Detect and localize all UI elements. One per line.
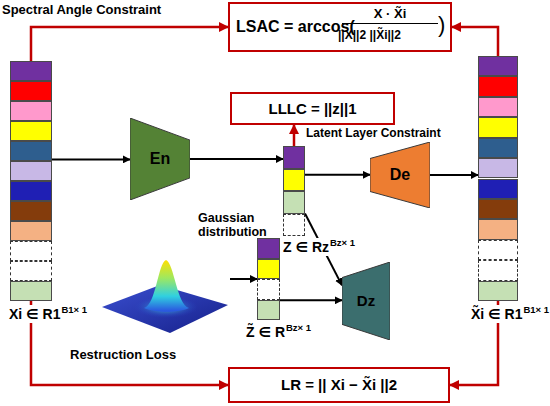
loss-connector <box>31 27 228 61</box>
vector-caption: X̃i ∈ R1B1× 1 <box>470 305 550 323</box>
flow-arrow <box>52 158 130 160</box>
node-text: LR = || Xi − X̃i ||2 <box>281 376 397 393</box>
block-shape <box>130 118 190 200</box>
input-vector: Xi ∈ R1B1× 1 <box>10 61 52 301</box>
gaussian-distribution: Gaussian distribution <box>100 255 230 335</box>
text-holder: LLLC = ||z||1 <box>232 94 393 123</box>
vector-cell <box>10 181 52 201</box>
node-text: LLLC = ||z||1 <box>268 100 356 117</box>
flow-arrow <box>190 158 283 160</box>
loss-connector <box>452 27 498 56</box>
vector-label: Z̃ ∈ R <box>246 324 285 340</box>
vector-cell <box>478 179 518 199</box>
vector-cell <box>478 138 518 158</box>
vector-cell <box>283 146 305 169</box>
vector-cell <box>10 161 52 181</box>
vector-cell <box>10 101 52 121</box>
text-holder: En <box>130 118 190 200</box>
text-holder: LR = || Xi − X̃i ||2 <box>230 369 448 401</box>
annotation-label: Spectral Angle Constraint <box>2 3 161 18</box>
vector-label: X̃i ∈ R1 <box>471 306 522 322</box>
decoder-block: De <box>370 142 430 208</box>
vector-cell <box>257 300 280 321</box>
annotation-label: Restruction Loss <box>70 348 176 363</box>
discriminator-block: Dz <box>342 262 390 340</box>
vector-cell <box>478 76 518 96</box>
node-text: En <box>150 150 170 168</box>
vector-cell <box>257 259 280 280</box>
vector-cell <box>257 238 280 259</box>
vector-cell <box>478 199 518 219</box>
node-text: ||X||2 ||X̃i||2 <box>338 29 401 43</box>
flow-arrow <box>230 278 257 280</box>
vector-dimension: Bz× 1 <box>286 322 311 333</box>
vector-cell <box>10 141 52 161</box>
vector-dimension: B1× 1 <box>61 304 87 315</box>
latent-vector: Z ∈ RzBz× 1 <box>283 146 305 236</box>
loss-box: LSAC = arccos(X · X̃i ||X||2 ||X̃i||2) <box>228 2 452 52</box>
vector-cell <box>478 56 518 76</box>
vector-caption: Xi ∈ R1B1× 1 <box>8 305 88 323</box>
flow-arrow <box>280 299 342 301</box>
vector-cell <box>478 219 518 239</box>
node-text: Gaussian distribution <box>198 211 282 240</box>
vector-cell <box>283 191 305 214</box>
flow-arrow <box>305 174 370 176</box>
vector-label: Z ∈ Rz <box>283 239 329 255</box>
output-vector: X̃i ∈ R1B1× 1 <box>478 56 518 301</box>
vector-label: Xi ∈ R1 <box>9 306 60 322</box>
node-text: LSAC = arccos( <box>236 18 355 36</box>
gaussian-peak <box>144 260 189 312</box>
loss-box: LR = || Xi − X̃i ||2 <box>228 367 450 403</box>
vector-cell <box>10 61 52 81</box>
vector-cell <box>10 81 52 101</box>
block-shape <box>342 262 390 340</box>
sampled-vector: Z̃ ∈ RBz× 1 <box>257 238 280 320</box>
vector-cell <box>10 261 52 281</box>
loss-box: LLLC = ||z||1 <box>230 92 395 125</box>
vector-cell <box>10 281 52 301</box>
vector-cell <box>478 117 518 137</box>
flow-arrow <box>430 174 478 176</box>
vector-cell <box>283 169 305 192</box>
vector-cell <box>478 97 518 117</box>
text-holder: Dz <box>342 262 390 340</box>
annotation-label: Latent Layer Constraint <box>306 127 441 141</box>
node-text: ) <box>438 12 445 37</box>
vector-cell <box>10 121 52 141</box>
node-text: Dz <box>357 292 375 309</box>
vector-cell <box>257 279 280 300</box>
node-text: X · X̃i <box>342 7 438 24</box>
vector-cell <box>283 214 305 237</box>
node-text: De <box>390 166 410 184</box>
block-shape <box>370 142 430 208</box>
vector-dimension: B1× 1 <box>523 304 549 315</box>
vector-cell <box>478 158 518 178</box>
loss-connector <box>293 125 296 146</box>
encoder-block: En <box>130 118 190 200</box>
vector-caption: Z̃ ∈ RBz× 1 <box>245 323 312 341</box>
vector-cell <box>478 260 518 280</box>
vector-cell <box>10 221 52 241</box>
text-holder: De <box>370 142 430 208</box>
vector-dimension: Bz× 1 <box>330 237 355 248</box>
gaussian-surface <box>100 255 230 335</box>
vector-cell <box>478 240 518 260</box>
vector-cell <box>10 201 52 221</box>
vector-caption: Z ∈ RzBz× 1 <box>282 238 356 256</box>
vector-cell <box>10 241 52 261</box>
vector-cell <box>478 281 518 301</box>
